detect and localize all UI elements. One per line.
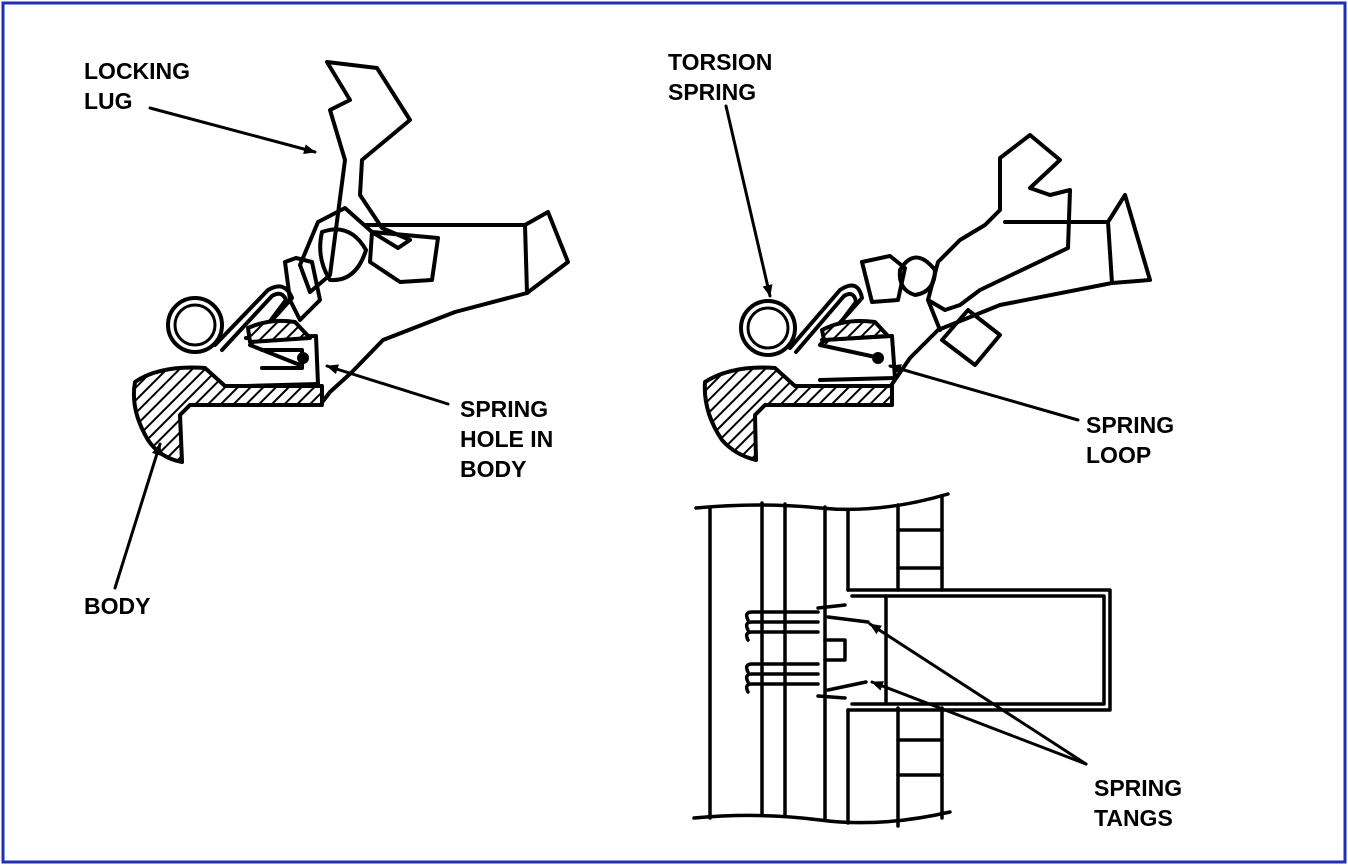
right-locking-lug [926, 133, 1072, 312]
right-housing-frame [886, 220, 1114, 392]
left-latch-drawing [113, 60, 570, 590]
label-spring-hole-line3: BODY [460, 456, 527, 482]
hatched-body [131, 365, 324, 464]
arrow-torsion-spring [724, 104, 773, 298]
label-torsion-spring-line1: TORSION [668, 49, 773, 75]
label-spring-tangs-line2: TANGS [1094, 805, 1173, 831]
label-spring-hole: SPRING HOLE IN BODY [460, 394, 553, 484]
arrow-spring-tang-upper [868, 622, 1088, 766]
right-hatched-body [702, 365, 894, 462]
label-spring-hole-line2: HOLE IN [460, 426, 554, 452]
arrow-spring-hole [325, 364, 450, 406]
housing-frame [318, 223, 529, 407]
right-spring-coil [739, 299, 797, 357]
label-spring-loop-line2: LOOP [1086, 442, 1152, 468]
label-body: BODY [84, 591, 150, 621]
label-locking-lug-line1: LOCKING [84, 58, 191, 84]
label-spring-hole-line1: SPRING [460, 396, 549, 422]
spring-coils [744, 603, 847, 700]
left-spring-coil [166, 296, 224, 354]
latch-slider [846, 588, 1112, 712]
label-locking-lug-line2: LUG [84, 88, 133, 114]
label-body-text: BODY [84, 593, 151, 619]
arrow-spring-tang-lower [870, 680, 1088, 766]
arrow-locking-lug [148, 106, 317, 154]
label-spring-tangs: SPRING TANGS [1094, 773, 1182, 833]
lower-spring-tang [826, 680, 868, 692]
label-spring-loop-line1: SPRING [1086, 412, 1175, 438]
arrow-body [113, 442, 162, 590]
right-hatched-top [820, 319, 890, 342]
label-spring-loop: SPRING LOOP [1086, 410, 1174, 470]
label-spring-tangs-line1: SPRING [1094, 775, 1183, 801]
label-torsion-spring: TORSION SPRING [668, 47, 772, 107]
upper-spring-tang [826, 615, 870, 624]
label-locking-lug: LOCKING LUG [84, 56, 190, 116]
hatched-body-top [246, 318, 312, 344]
right-latch-drawing [702, 104, 1152, 462]
locking-lug-shape [298, 60, 412, 294]
label-torsion-spring-line2: SPRING [668, 79, 757, 105]
arrow-spring-loop [888, 364, 1080, 422]
spring-tangs-view [692, 492, 1112, 828]
